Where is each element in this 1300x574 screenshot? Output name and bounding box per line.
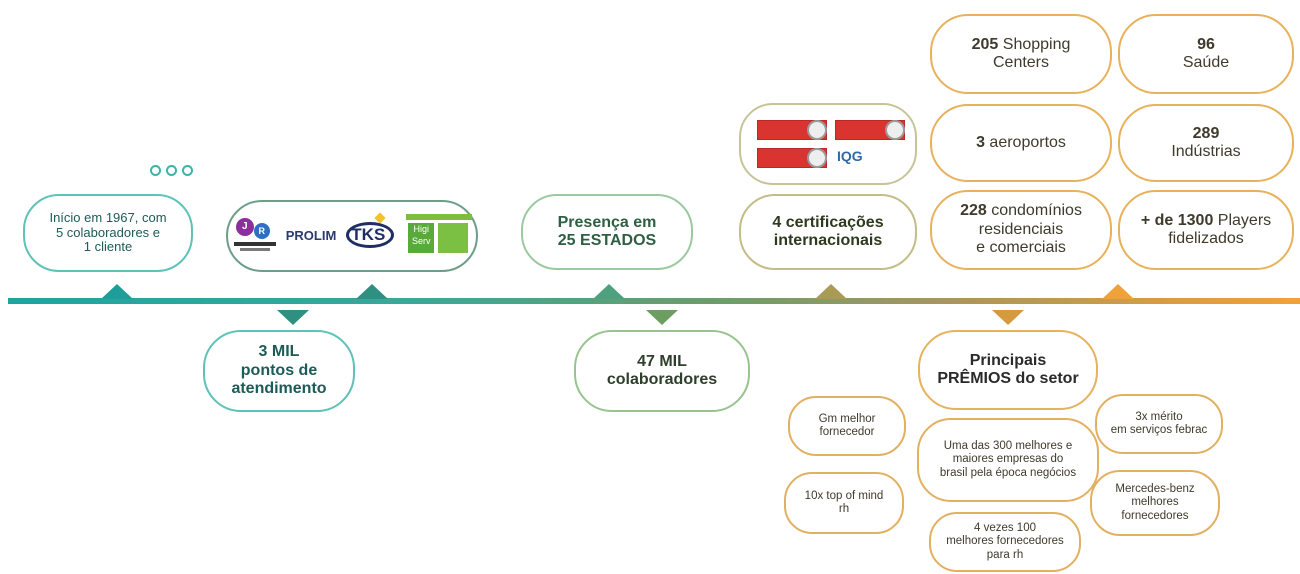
- marker-down-2: [646, 310, 678, 325]
- stat-condominios: 228 condomínios residenciais e comerciai…: [930, 190, 1112, 270]
- milestone-points-line1: 3 MIL: [258, 343, 300, 361]
- stat-players-label2: fidelizados: [1168, 230, 1244, 247]
- milestone-start-line3: 1 cliente: [83, 239, 133, 255]
- stat-players-label: Players: [1217, 211, 1272, 229]
- milestone-states-line1: Presença em: [557, 213, 657, 231]
- award-mercedes: Mercedes-benz melhores fornecedores: [1090, 470, 1220, 536]
- milestone-points-line3: atendimento: [231, 380, 327, 398]
- marker-down-1: [277, 310, 309, 325]
- milestone-employees-line2: colaboradores: [606, 371, 718, 388]
- milestone-states-line2: 25 ESTADOS: [557, 232, 657, 249]
- certification-seal-icon: [807, 120, 827, 140]
- jr-logo-icon: J R: [232, 215, 278, 257]
- certification-seal-icon: [807, 148, 827, 168]
- stat-players: + de 1300 Players fidelizados: [1118, 190, 1294, 270]
- stat-aeroportos: 3 aeroportos: [930, 104, 1112, 182]
- award-febrac-line1: 3x mérito: [1135, 410, 1183, 423]
- stat-shopping-label: Shopping: [1002, 35, 1071, 53]
- award-100-line1: 4 vezes 100: [973, 522, 1036, 535]
- award-febrac: 3x mérito em serviços febrac: [1095, 394, 1223, 454]
- certifications-logos: IQG: [739, 103, 917, 185]
- milestone-awards-line2: PRÊMIOS do setor: [937, 370, 1079, 387]
- stat-shopping-label2: Centers: [992, 54, 1050, 71]
- marker-up-1: [101, 284, 133, 299]
- milestone-start: Início em 1967, com 5 colaboradores e 1 …: [23, 194, 193, 272]
- stat-industrias-number: 289: [1192, 124, 1220, 142]
- award-300-line3: brasil pela época negócios: [939, 466, 1077, 479]
- milestone-points-line2: pontos de: [240, 361, 318, 379]
- stat-industrias-label: Indústrias: [1171, 143, 1241, 160]
- certification-seal-icon: [885, 120, 905, 140]
- stat-condominios-label: condomínios: [991, 202, 1082, 220]
- stat-condominios-number: 228: [960, 202, 987, 220]
- milestone-awards-line1: Principais: [969, 351, 1047, 369]
- milestone-certifications-line2: internacionais: [773, 232, 883, 249]
- stat-condominios-label2: residenciais: [978, 220, 1064, 238]
- stat-players-number: + de 1300: [1140, 211, 1214, 229]
- milestone-start-line1: Início em 1967, com: [49, 209, 167, 225]
- award-300-line2: maiores empresas do: [952, 453, 1064, 466]
- milestone-points: 3 MIL pontos de atendimento: [203, 330, 355, 412]
- award-100-line2: melhores fornecedores: [946, 535, 1064, 548]
- award-300-line1: Uma das 300 melhores e: [943, 440, 1073, 453]
- stat-saude-number: 96: [1197, 35, 1215, 53]
- award-gm: Gm melhor fornecedor: [788, 396, 906, 456]
- stat-shopping-number: 205: [971, 35, 999, 53]
- stat-saude-label: Saúde: [1182, 54, 1230, 71]
- milestone-start-line2: 5 colaboradores e: [55, 224, 161, 240]
- award-gm-line1: Gm melhor: [818, 412, 876, 425]
- award-topofmind-line2: rh: [838, 503, 850, 515]
- award-mercedes-line3: fornecedores: [1121, 509, 1189, 522]
- milestone-awards: Principais PRÊMIOS do setor: [918, 330, 1098, 410]
- prolim-label: PROLIM: [285, 227, 337, 243]
- stat-industrias: 289 Indústrias: [1118, 104, 1294, 182]
- award-300-melhores: Uma das 300 melhores e maiores empresas …: [917, 418, 1099, 502]
- timeline-bar: [8, 298, 1300, 304]
- award-gm-line2: fornecedor: [819, 426, 875, 438]
- milestone-certifications: 4 certificações internacionais: [739, 194, 917, 270]
- marker-up-5: [1102, 284, 1134, 299]
- milestone-employees-line1: 47 MIL: [637, 352, 687, 370]
- tks-logo-icon: TKS: [344, 212, 398, 258]
- award-100-line3: para rh: [986, 548, 1024, 561]
- award-mercedes-line2: melhores: [1131, 496, 1179, 509]
- award-topofmind-line1: 10x top of mind: [804, 489, 884, 502]
- marker-up-2: [356, 284, 388, 299]
- stat-saude: 96 Saúde: [1118, 14, 1294, 94]
- marker-up-3: [593, 284, 625, 299]
- stat-aeroportos-number: 3: [976, 133, 985, 151]
- marker-up-4: [815, 284, 847, 299]
- stat-condominios-label3: e comerciais: [976, 239, 1066, 257]
- award-febrac-line2: em serviços febrac: [1110, 424, 1208, 436]
- milestone-certifications-line1: 4 certificações: [772, 213, 884, 231]
- milestone-employees: 47 MIL colaboradores: [574, 330, 750, 412]
- award-mercedes-line1: Mercedes-benz: [1115, 483, 1195, 496]
- iqg-logo-icon: IQG: [837, 148, 863, 164]
- award-100-fornecedores: 4 vezes 100 melhores fornecedores para r…: [929, 512, 1081, 572]
- marker-down-3: [992, 310, 1024, 325]
- stat-aeroportos-label: aeroportos: [989, 133, 1066, 151]
- milestone-states: Presença em 25 ESTADOS: [521, 194, 693, 270]
- award-topofmind: 10x top of mind rh: [784, 472, 904, 534]
- stat-shopping: 205 Shopping Centers: [930, 14, 1112, 94]
